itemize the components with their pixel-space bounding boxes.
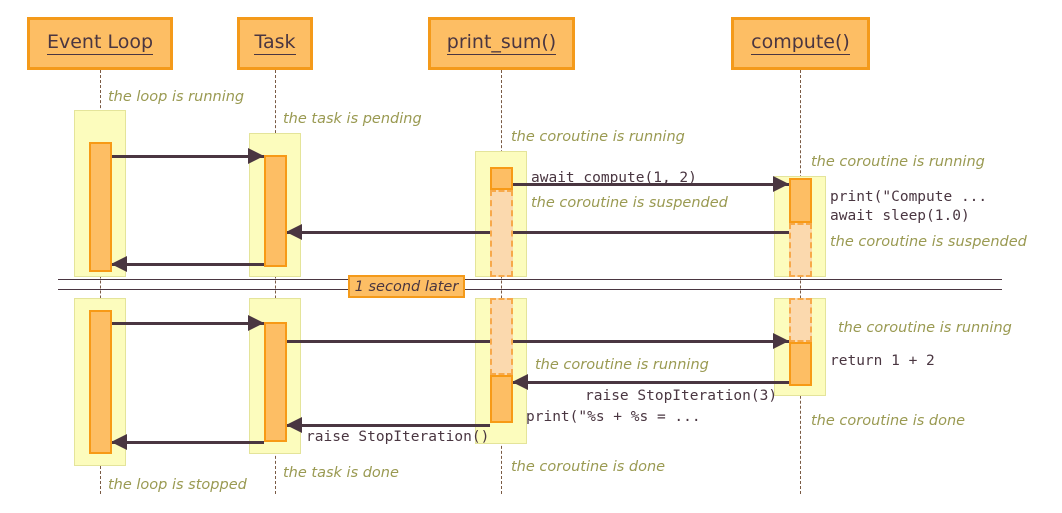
state-label-s9: the coroutine is done	[811, 413, 966, 429]
state-label-s1: the loop is running	[108, 89, 245, 105]
arrowhead-right-m6	[773, 333, 789, 349]
activation-bar-print-sum-running	[490, 167, 513, 190]
code-note-n5: raise StopIteration(3)	[585, 388, 778, 404]
arrowhead-left-m4	[111, 256, 127, 272]
lifeline-print-sum	[501, 70, 502, 494]
code-note-n7: raise StopIteration()	[306, 429, 490, 445]
arrowhead-right-m1	[248, 148, 264, 164]
message-line-m1	[111, 155, 264, 158]
participant-task[interactable]: Task	[237, 17, 313, 70]
state-label-s2: the task is pending	[283, 111, 422, 127]
state-label-s5: the coroutine is suspended	[531, 195, 728, 211]
state-label-s3: the coroutine is running	[511, 129, 685, 145]
activation-bar-print-sum-running	[490, 375, 513, 423]
activation-bar-print-sum-suspended	[490, 190, 513, 277]
state-label-s12: the loop is stopped	[108, 477, 247, 493]
message-line-m9	[111, 441, 264, 444]
message-line-m5	[111, 322, 264, 325]
message-line-m3	[286, 231, 789, 234]
code-note-n1: await compute(1, 2)	[531, 170, 697, 186]
activation-bar-compute-suspended	[789, 298, 812, 342]
participant-compute[interactable]: compute()	[731, 17, 870, 70]
participant-event-loop[interactable]: Event Loop	[27, 17, 173, 70]
participant-label-compute: compute()	[751, 31, 850, 55]
message-line-m4	[111, 263, 264, 266]
lifeline-task	[275, 70, 276, 494]
message-line-m2	[512, 183, 789, 186]
activation-bar-compute-running	[789, 178, 812, 223]
lifeline-compute	[800, 70, 801, 494]
state-label-s6: the coroutine is suspended	[830, 234, 1027, 250]
message-line-m6	[286, 340, 789, 343]
code-note-n6: print("%s + %s = ...	[526, 409, 701, 425]
code-note-n3: await sleep(1.0)	[830, 208, 970, 224]
code-note-n4: return 1 + 2	[830, 353, 935, 369]
participant-label-print-sum: print_sum()	[446, 31, 557, 55]
state-label-s8: the coroutine is running	[535, 357, 709, 373]
arrowhead-left-m3	[286, 224, 302, 240]
state-label-s10: the coroutine is done	[511, 459, 666, 475]
activation-bar-event-loop-running	[89, 142, 112, 272]
message-line-m7	[512, 381, 789, 384]
activation-bar-print-sum-suspended	[490, 298, 513, 375]
arrowhead-right-m2	[773, 176, 789, 192]
activation-bar-compute-suspended	[789, 223, 812, 277]
arrowhead-left-m7	[512, 374, 528, 390]
message-line-m8	[286, 424, 490, 427]
activation-bar-compute-running	[789, 342, 812, 386]
divider-rule-top	[58, 279, 1002, 280]
state-label-s11: the task is done	[283, 465, 399, 481]
activation-bar-task-running	[264, 155, 287, 267]
activation-bar-task-running	[264, 322, 287, 442]
participant-print-sum[interactable]: print_sum()	[428, 17, 575, 70]
arrowhead-right-m5	[248, 315, 264, 331]
activation-bar-event-loop-running	[89, 310, 112, 454]
state-label-s4: the coroutine is running	[811, 154, 985, 170]
participant-label-task: Task	[254, 31, 296, 55]
divider-label: 1 second later	[354, 278, 459, 295]
code-note-n2: print("Compute ...	[830, 189, 988, 205]
arrowhead-left-m9	[111, 434, 127, 450]
divider-rule-bottom	[58, 289, 1002, 290]
arrowhead-left-m8	[286, 417, 302, 433]
state-label-s7: the coroutine is running	[838, 320, 1012, 336]
divider-label-box: 1 second later	[348, 275, 465, 298]
lifeline-event-loop	[100, 70, 101, 494]
participant-label-event-loop: Event Loop	[46, 31, 154, 55]
